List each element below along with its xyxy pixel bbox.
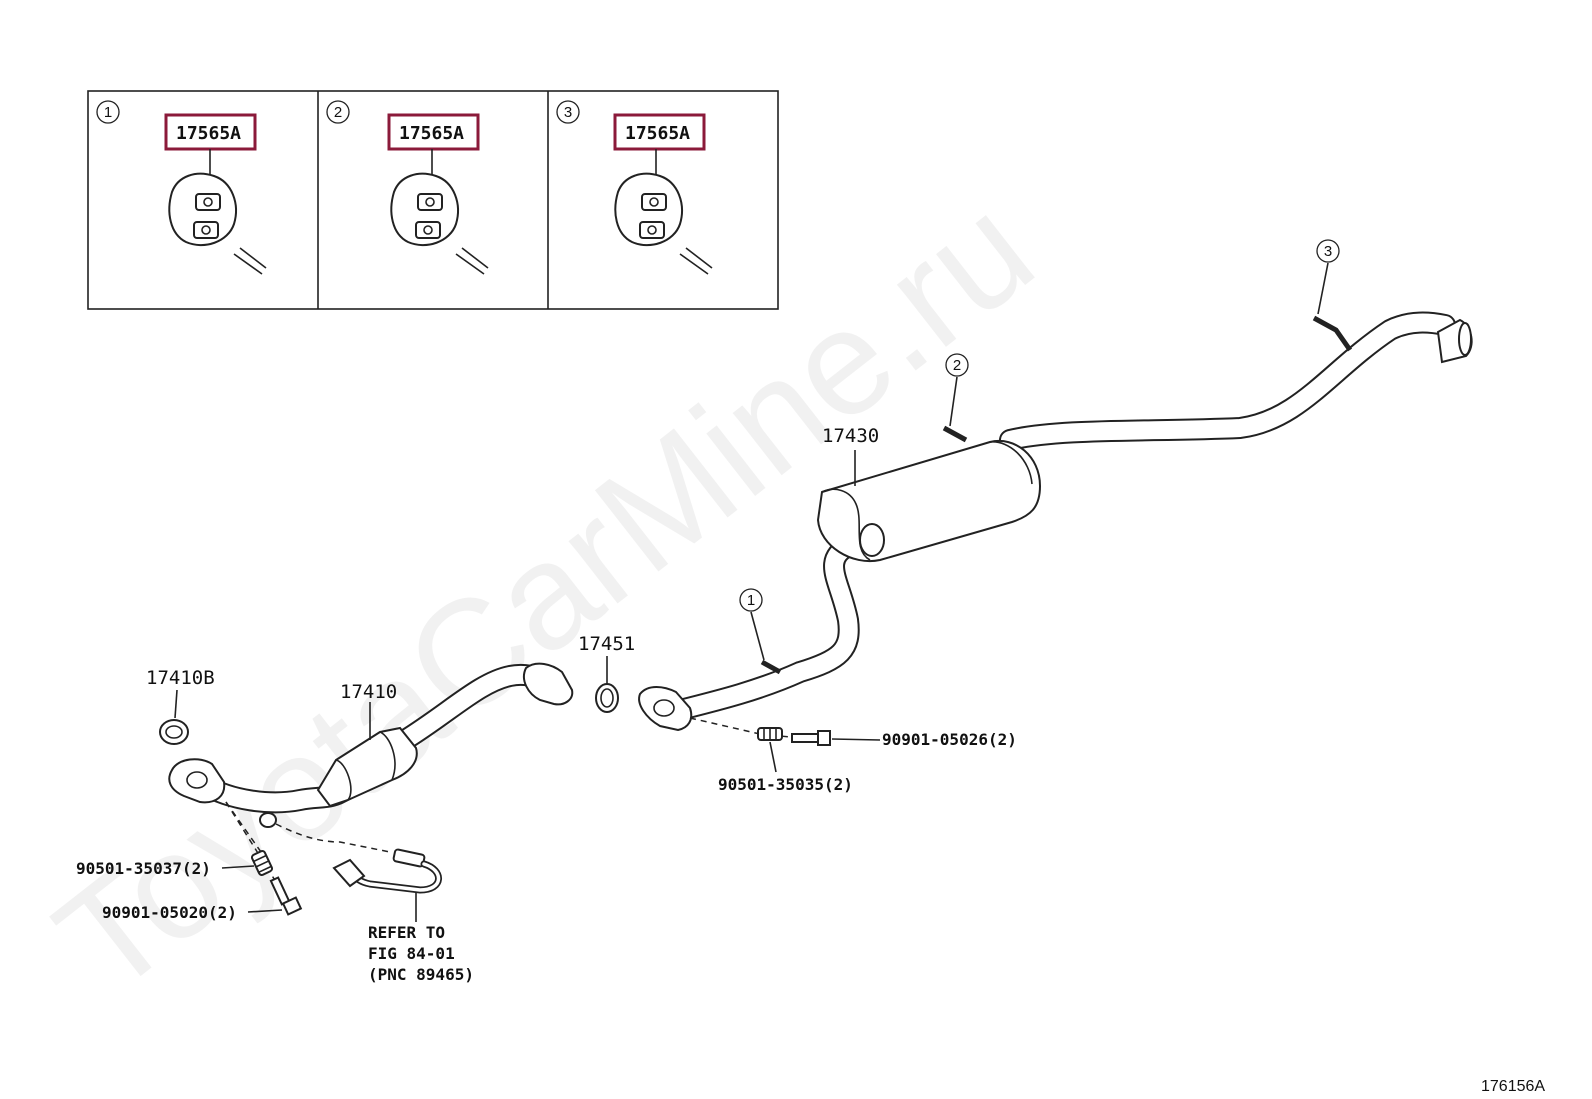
compression-spring-icon <box>757 727 783 741</box>
part-highlight-box <box>613 113 706 151</box>
figure-id: 176156A <box>1481 1078 1545 1095</box>
front-fasteners: 90501-35037(2) 90901-05020(2) <box>76 801 303 922</box>
assembly-line <box>225 801 287 899</box>
part-number-17565A[interactable]: 17565A <box>176 123 241 144</box>
inset-panel-1: 1 17565A <box>96 100 267 275</box>
inset-index-circle <box>326 100 350 124</box>
inset-index-circle <box>556 100 580 124</box>
watermark: ToyotaCarMine.ru <box>26 164 1062 1025</box>
part-highlight-box <box>387 113 480 151</box>
leader-line <box>769 741 777 773</box>
leader-line <box>949 376 958 427</box>
front-flange <box>168 758 226 804</box>
front-pipe-assembly: 17410 <box>168 662 574 828</box>
reference-line-2: FIG 84-01 <box>368 944 455 963</box>
part-number-90901-05020[interactable]: 90901-05020(2) <box>102 903 237 922</box>
part-number-17430[interactable]: 17430 <box>822 425 879 447</box>
inset-index: 1 <box>104 104 112 121</box>
hanger-bracket-3 <box>1312 315 1353 352</box>
sensor-boss <box>259 812 277 828</box>
callout-circle <box>1316 239 1340 263</box>
part-number-90501-35035[interactable]: 90501-35035(2) <box>718 775 853 794</box>
rubber-hanger-icon <box>390 172 489 275</box>
leader-line <box>831 738 881 741</box>
part-number-17565A[interactable]: 17565A <box>625 123 690 144</box>
inset-panel-2: 2 17565A <box>326 100 489 275</box>
inset-index-circle <box>96 100 120 124</box>
leader-line <box>174 689 178 719</box>
callout-circle <box>945 353 969 377</box>
part-number-17410[interactable]: 17410 <box>340 681 397 703</box>
inset-frame <box>87 90 779 310</box>
hanger-bracket-1 <box>760 659 782 675</box>
hanger-bracket-2 <box>942 425 968 443</box>
inset-panel-3: 3 17565A <box>556 100 713 275</box>
gasket-17451: 17451 <box>578 633 635 713</box>
leader-line <box>221 865 255 869</box>
part-number-90901-05026[interactable]: 90901-05026(2) <box>882 730 1017 749</box>
rubber-hanger-icon <box>614 172 713 275</box>
compression-spring-icon <box>250 850 274 876</box>
assembly-line <box>275 823 391 853</box>
assembly-line <box>689 717 761 735</box>
part-number-17565A[interactable]: 17565A <box>399 123 464 144</box>
inset-index: 3 <box>564 104 572 121</box>
reference-line-1: REFER TO <box>368 923 445 942</box>
center-fasteners: 90501-35035(2) 90901-05026(2) <box>689 717 1017 794</box>
part-number-17451[interactable]: 17451 <box>578 633 635 655</box>
bolt-icon <box>791 730 831 746</box>
callout-index: 1 <box>747 592 755 609</box>
leader-line <box>247 909 283 913</box>
tail-pipe-muffler-assembly: 17430 <box>638 311 1473 732</box>
hanger-insets: 1 17565A 2 17565A <box>87 90 779 310</box>
gasket-17410B: 17410B <box>146 667 215 745</box>
callout-index: 2 <box>953 357 961 374</box>
callout-index: 3 <box>1324 243 1332 260</box>
callout-circle <box>739 588 763 612</box>
hanger-callouts: 1 2 3 <box>739 239 1340 661</box>
leader-line <box>1317 262 1329 315</box>
sensor-connector <box>332 858 366 888</box>
center-flange <box>638 686 693 732</box>
oxygen-sensor: REFER TO FIG 84-01 (PNC 89465) <box>275 823 474 984</box>
part-number-17410B[interactable]: 17410B <box>146 667 215 689</box>
inset-index: 2 <box>334 104 342 121</box>
reference-line-3: (PNC 89465) <box>368 965 474 984</box>
bolt-icon <box>269 876 303 916</box>
part-number-90501-35037[interactable]: 90501-35037(2) <box>76 859 211 878</box>
front-pipe-rear-flange <box>522 662 574 706</box>
leader-line <box>750 611 765 661</box>
rubber-hanger-icon <box>168 172 267 275</box>
